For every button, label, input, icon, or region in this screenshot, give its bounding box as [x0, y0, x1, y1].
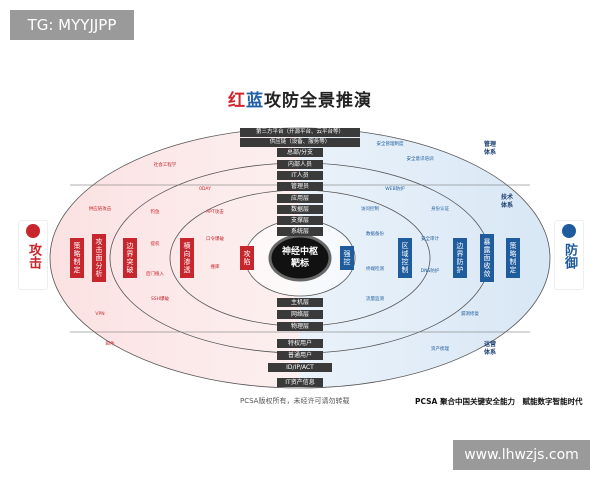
stack-layer: 内部人员 [277, 160, 323, 169]
watermark-tg: TG: MYYJJPP [10, 10, 134, 40]
defense-item: 安全审计 [421, 236, 439, 242]
defense-card: 防御 [554, 220, 584, 290]
attack-item: 提权 [150, 241, 160, 247]
attack-card: 攻击 [18, 220, 48, 290]
defense-item: 身份认证 [431, 206, 449, 212]
core-target [268, 234, 332, 282]
attack-stage-strategy: 策略制定 [70, 238, 84, 278]
attack-item: APT攻击 [206, 209, 224, 215]
defense-stage-strategy: 策略制定 [506, 238, 520, 278]
stack-layer: 数据层 [277, 205, 323, 214]
attack-title: 攻击 [26, 243, 41, 269]
stack-layer: 第三方平台（开源平台、云平台等） [240, 128, 360, 137]
target-icon [26, 224, 40, 238]
stack-layer: IT资产信息 [277, 378, 323, 387]
stack-layer: ID/IP/ACT [268, 363, 332, 372]
defense-title: 防御 [562, 243, 577, 269]
defense-item: 安全管理制度 [376, 141, 404, 147]
stack-layer: 支撑层 [277, 216, 323, 225]
footer-slogan: PCSA 聚合中国关键安全能力 赋能数字智能时代 [415, 397, 583, 406]
stack-layer: 管理员 [277, 182, 323, 191]
defense-item: 资产梳理 [431, 346, 449, 352]
stack-layer: IT人员 [277, 171, 323, 180]
stack-layer: 特权用户 [277, 339, 323, 348]
attack-item: 供应链攻击 [88, 206, 112, 212]
title-rest: 攻防全景推演 [264, 91, 372, 111]
defense-item: DNS防护 [420, 268, 440, 274]
attack-item: 口令爆破 [206, 236, 224, 242]
attack-stage-surface-analysis: 攻击面分析 [92, 234, 106, 282]
watermark-site: www.lhwzjs.com [453, 440, 590, 470]
system-management: 管理体系 [483, 141, 496, 156]
attack-item: 撞库 [210, 264, 220, 270]
system-operations: 运营体系 [483, 341, 496, 356]
defense-stage-boundary-protection: 边界防护 [453, 238, 467, 278]
defense-item: 终端检测 [366, 266, 384, 272]
attack-stage-boundary-breach: 边界突破 [123, 238, 137, 278]
attack-item: 邮件 [105, 341, 115, 347]
title-red: 红 [228, 91, 246, 111]
stack-layer: 主机层 [277, 298, 323, 307]
defense-item: WEB防护 [385, 186, 405, 192]
stack-layer: 网络层 [277, 310, 323, 319]
defense-item: 访问控制 [361, 206, 379, 212]
stack-layer: 供应链（设备、服务等） [240, 138, 360, 147]
defense-item: 数据备份 [366, 231, 384, 237]
diagram-title: 红蓝攻防全景推演 [200, 86, 400, 111]
defense-stage-strong-control: 强控 [340, 246, 354, 270]
system-technology: 技术体系 [500, 194, 513, 209]
defense-stage-zone-control: 区域控制 [398, 238, 412, 278]
title-blue: 蓝 [246, 91, 264, 111]
attack-stage-lateral-movement: 横向渗透 [180, 238, 194, 278]
defense-item: 漏洞修复 [461, 311, 479, 317]
core-label-2: 靶标 [290, 259, 309, 269]
defense-stage-exposure-reduction: 暴露面收敛 [480, 234, 494, 282]
stack-layer: 系统层 [277, 227, 323, 236]
defense-item: 流量监测 [366, 296, 384, 302]
core-label-1: 神经中枢 [281, 247, 318, 257]
shield-icon [562, 224, 576, 238]
attack-item: 钓鱼 [150, 209, 160, 215]
stack-layer: 普通用户 [277, 351, 323, 360]
attack-item: 社会工程学 [153, 162, 177, 168]
defense-item: 安全意识培训 [406, 156, 434, 162]
footer-copyright: PCSA版权所有，未经许可请勿转载 [240, 397, 350, 405]
stack-layer: 应用层 [277, 194, 323, 203]
attack-stage-compromise: 攻陷 [240, 246, 254, 270]
stack-layer: 总部/分支 [277, 148, 323, 157]
attack-item: VPN [95, 311, 105, 317]
attack-item: 0DAY [199, 186, 211, 192]
stack-layer: 物理层 [277, 322, 323, 331]
attack-item: 后门植入 [146, 271, 164, 277]
attack-item: SSH爆破 [150, 296, 170, 302]
